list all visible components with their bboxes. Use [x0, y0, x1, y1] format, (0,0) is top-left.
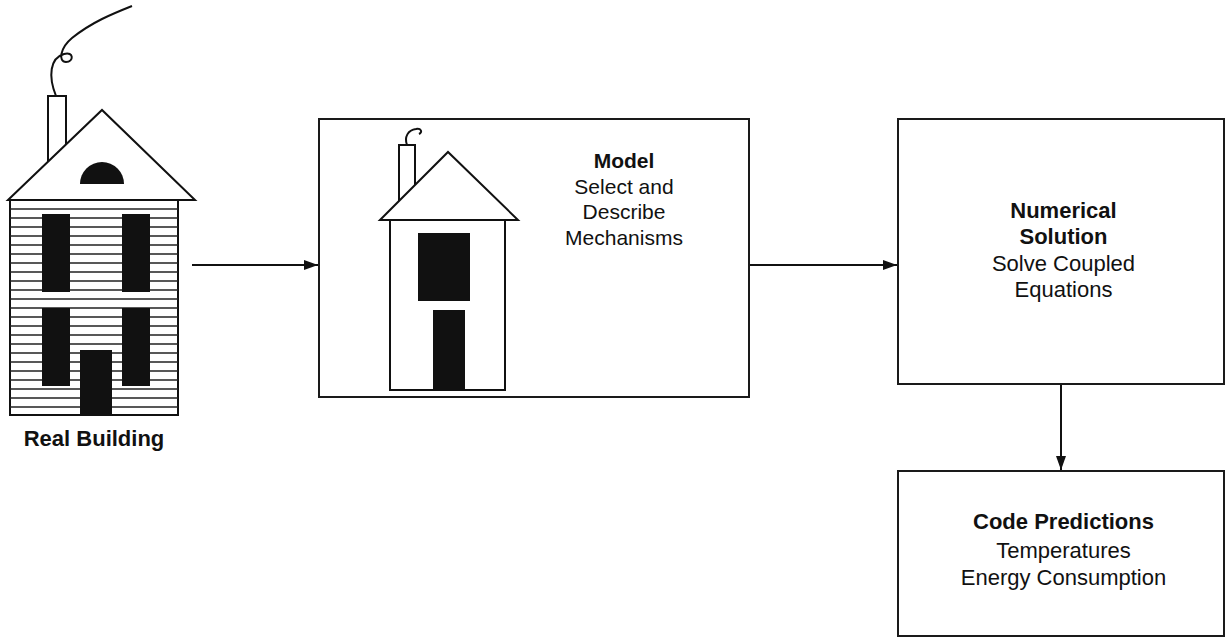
box-body: Select and Describe Mechanisms: [565, 174, 683, 251]
window: [42, 308, 70, 386]
window: [418, 233, 470, 301]
house-wall: [390, 220, 505, 390]
process-box: Numerical SolutionSolve Coupled Equation…: [897, 118, 1225, 385]
door: [80, 350, 112, 415]
output-box: Code PredictionsTemperatures Energy Cons…: [897, 470, 1225, 637]
window: [122, 308, 150, 386]
smoke-curl: [406, 129, 421, 145]
illustration-label: Real Building: [22, 426, 166, 452]
window: [122, 214, 150, 292]
text-group: ModelSelect and Describe Mechanisms: [565, 148, 683, 250]
text-group: Numerical SolutionSolve Coupled Equation…: [990, 198, 1137, 304]
door: [433, 310, 465, 390]
box-heading: Model: [592, 148, 656, 174]
gable-window: [80, 162, 124, 184]
flow-arrow: [192, 264, 318, 266]
house-wall: [10, 200, 178, 415]
flow-arrow: [1060, 385, 1062, 470]
box-body: Solve Coupled Equations: [990, 251, 1137, 304]
process-box: ModelSelect and Describe Mechanisms: [318, 118, 750, 398]
box-heading: Numerical Solution: [1010, 198, 1116, 251]
text-group: Code PredictionsTemperatures Energy Cons…: [959, 508, 1168, 592]
smoke-curl: [51, 6, 132, 96]
building-illustration: Real Building: [0, 0, 192, 463]
flow-arrow: [750, 264, 897, 266]
roof: [8, 110, 195, 200]
text-group: Real Building: [22, 426, 166, 452]
roof: [380, 152, 518, 220]
window: [42, 214, 70, 292]
box-heading: Code Predictions: [972, 508, 1156, 537]
box-body: Temperatures Energy Consumption: [959, 537, 1168, 592]
